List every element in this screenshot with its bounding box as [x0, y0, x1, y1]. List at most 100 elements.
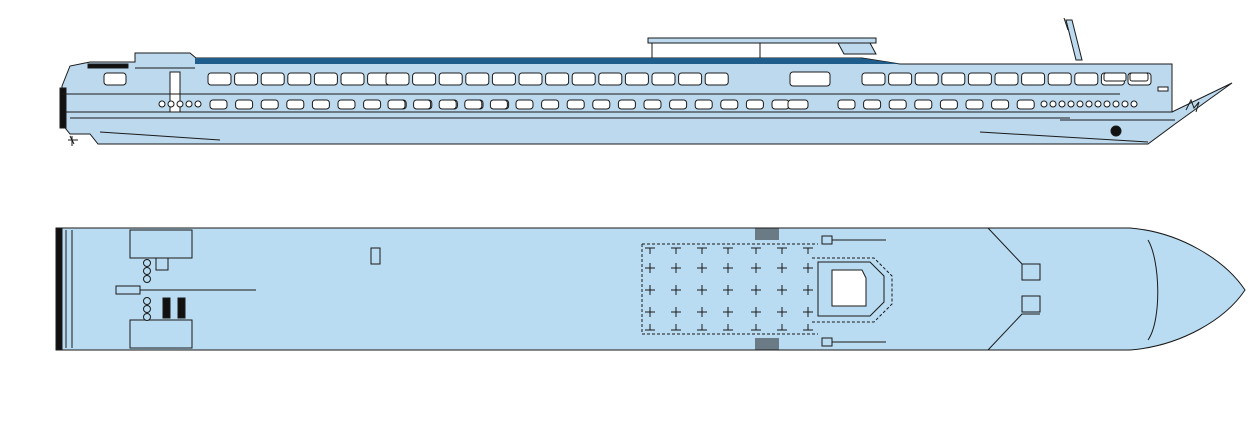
deck-chair-mark — [697, 307, 707, 317]
deck-chair-mark — [777, 324, 787, 331]
lower-window — [311, 99, 330, 110]
lower-window — [965, 99, 984, 110]
bridge-window — [1103, 72, 1127, 82]
stern-dark-hatch-2 — [177, 297, 186, 319]
upper-window — [571, 72, 596, 86]
lower-window — [592, 99, 611, 110]
side-profile-view — [59, 17, 1233, 146]
lower-window — [566, 99, 585, 110]
bridge-window — [1129, 72, 1149, 82]
lower-window — [745, 99, 764, 110]
lower-window — [387, 99, 406, 110]
deck-chair-mark — [777, 247, 787, 254]
lower-window — [260, 99, 279, 110]
lower-window — [337, 99, 356, 110]
deck-chair-mark — [697, 324, 707, 331]
lower-window — [489, 99, 508, 110]
upper-deck-stripe — [195, 58, 900, 64]
vent-grille-top — [755, 228, 779, 240]
upper-window — [518, 72, 543, 86]
upper-window — [1021, 72, 1046, 86]
rail-bottom — [821, 337, 886, 347]
lower-window — [669, 99, 688, 110]
stern-block — [115, 285, 141, 295]
upper-window — [967, 72, 992, 86]
deck-chair-mark — [723, 263, 733, 273]
lower-window — [617, 99, 636, 110]
lower-window — [787, 99, 809, 110]
upper-window — [678, 72, 703, 86]
lower-window — [991, 99, 1010, 110]
porthole — [1040, 100, 1048, 108]
deck-plan-view — [55, 227, 1246, 351]
deck-area-border — [641, 243, 818, 335]
stern-window — [103, 72, 127, 86]
deck-chair-mark — [723, 247, 733, 254]
lower-window — [541, 99, 560, 110]
porthole — [1085, 100, 1093, 108]
lower-window — [1016, 99, 1035, 110]
upper-window — [287, 72, 312, 86]
deck-chair-mark — [803, 285, 813, 295]
propeller-icon — [68, 135, 78, 146]
deck-chair-mark — [777, 263, 787, 273]
stern-door — [169, 71, 181, 113]
porthole — [1067, 100, 1075, 108]
upper-window — [941, 72, 966, 86]
porthole — [1103, 100, 1111, 108]
hull-line-2 — [979, 131, 1149, 143]
deck-chair-grid — [641, 243, 818, 335]
lower-window — [914, 99, 933, 110]
porthole — [185, 100, 193, 108]
lower-window — [694, 99, 713, 110]
sundeck-canopy — [647, 37, 877, 44]
lower-window — [837, 99, 856, 110]
deck-chair-mark — [645, 263, 655, 273]
wheelhouse-top — [837, 42, 877, 55]
upper-window — [704, 72, 729, 86]
deck-chair-mark — [723, 324, 733, 331]
deck-chair-mark — [751, 307, 761, 317]
lower-window — [720, 99, 739, 110]
porthole — [1058, 100, 1066, 108]
stern-housing-bottom — [129, 319, 193, 349]
lower-window — [939, 99, 958, 110]
stern-aft-bar — [87, 63, 129, 69]
rail-top — [821, 235, 886, 245]
deck-marker — [370, 247, 381, 265]
upper-window — [888, 72, 913, 86]
wheelhouse-dashed — [812, 257, 893, 323]
anchor-icon — [1110, 125, 1122, 137]
stern-housing-top — [129, 229, 193, 259]
stern-edge — [55, 227, 63, 351]
porthole — [176, 100, 184, 108]
deck-chair-mark — [671, 247, 681, 254]
deck-chair-mark — [645, 324, 655, 331]
porthole-row — [158, 100, 1138, 108]
upper-window — [1047, 72, 1072, 86]
upper-window — [260, 72, 285, 86]
deck-chair-mark — [671, 307, 681, 317]
upper-window — [385, 72, 410, 86]
bow-chevron-bottom — [987, 313, 1040, 351]
wheelhouse-inner — [831, 269, 867, 307]
lower-window — [235, 99, 254, 110]
porthole — [1130, 100, 1138, 108]
lower-window — [643, 99, 662, 110]
mast — [1065, 19, 1083, 61]
deck-chair-mark — [803, 247, 813, 254]
upper-window — [465, 72, 490, 86]
deck-chair-mark — [777, 307, 787, 317]
upper-window — [914, 72, 939, 86]
deck-chair-mark — [777, 285, 787, 295]
lower-window — [771, 99, 790, 110]
stern-bollards — [143, 259, 151, 321]
lower-window — [888, 99, 907, 110]
deck-chair-mark — [645, 247, 655, 254]
deck-chair-mark — [645, 307, 655, 317]
hull-line-1 — [99, 131, 221, 141]
deck-chair-mark — [671, 285, 681, 295]
deck-chair-mark — [751, 324, 761, 331]
deck-chair-mark — [723, 285, 733, 295]
bow-inner-line — [1147, 239, 1159, 341]
